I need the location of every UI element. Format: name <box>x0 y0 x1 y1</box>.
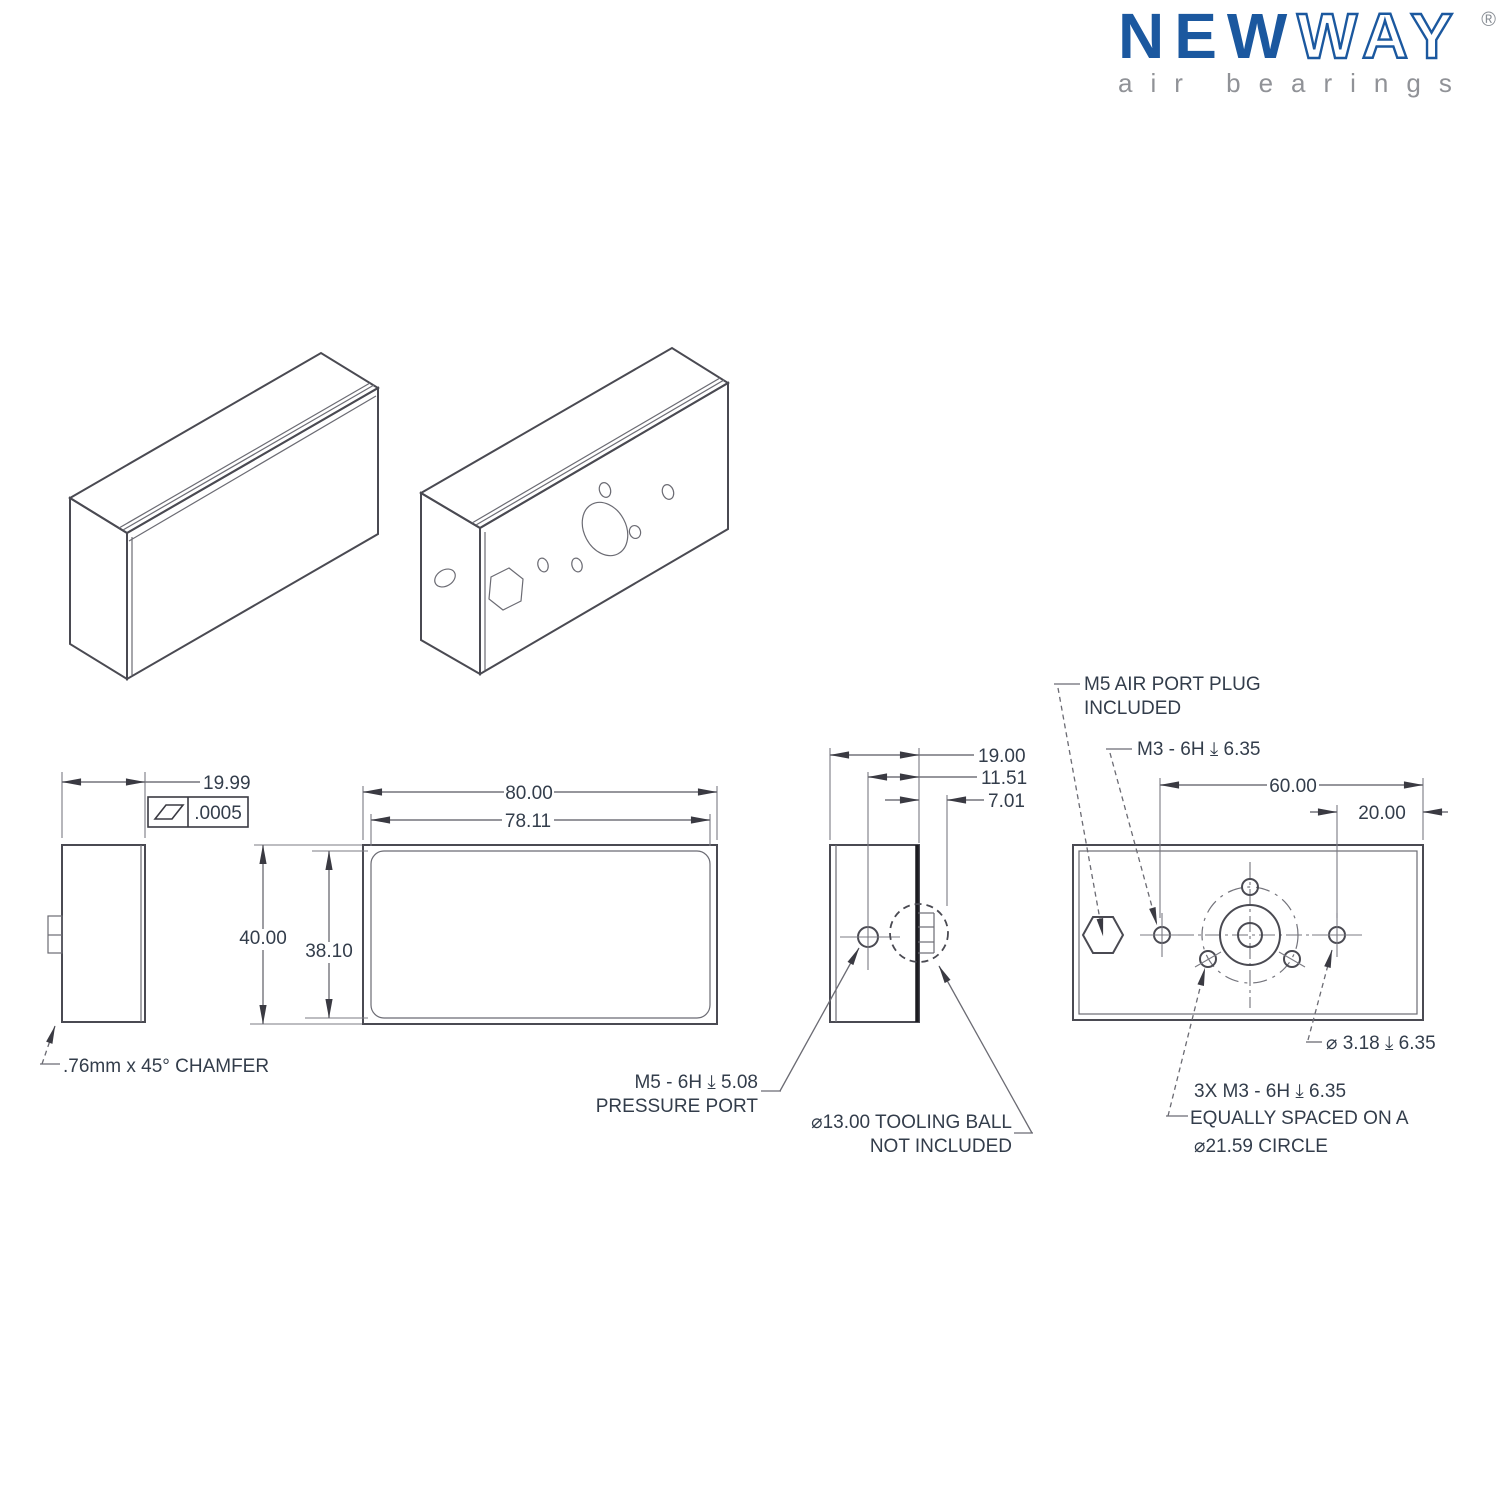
dim-pin-offset-label: 20.00 <box>1358 803 1406 824</box>
bolt-circle-note-line3: ⌀21.59 CIRCLE <box>1194 1136 1328 1157</box>
pressure-port-leader <box>779 947 860 1092</box>
back-view-chamfer-outline <box>1078 850 1418 1015</box>
iso2-chamfer-line <box>475 379 725 526</box>
flatness-value-label: .0005 <box>194 803 242 824</box>
iso2-chamfer-line <box>471 377 721 524</box>
air-plug-note-line2: INCLUDED <box>1084 698 1181 719</box>
air-plug-note-line1: M5 AIR PORT PLUG <box>1084 674 1261 695</box>
dim-overall-height-label: 40.00 <box>239 928 287 949</box>
iso1-chamfer-line <box>118 382 371 529</box>
iso2-small-hole <box>661 484 675 500</box>
bolt-circle-note-line1: 3X M3 - 6H ⤓ 6.35 <box>1194 1081 1346 1102</box>
pin-hole-leader <box>1307 949 1333 1041</box>
chamfer-leader <box>41 1025 56 1065</box>
air-port-plug-hex <box>1081 916 1125 954</box>
dim-thickness-label: 19.99 <box>203 773 251 794</box>
m3-tap-leader <box>1109 752 1158 926</box>
dim-hole-span-label: 60.00 <box>1269 776 1317 797</box>
counterbore-circle <box>1219 904 1281 966</box>
dim-overall-width-label: 80.00 <box>505 783 553 804</box>
iso1-chamfer-line <box>122 384 375 531</box>
iso2-small-hole <box>571 557 583 573</box>
iso2-back-face <box>479 381 729 676</box>
dim-face-height-label: 38.10 <box>305 941 353 962</box>
iso2-hex-plug <box>488 567 524 611</box>
center-through-hole <box>1237 922 1263 948</box>
iso2-end-port-hole <box>434 568 456 588</box>
flatness-parallelogram-icon <box>153 804 185 820</box>
tooling-ball-note-line2: NOT INCLUDED <box>870 1136 1012 1157</box>
pressure-port-note-line2: PRESSURE PORT <box>596 1096 759 1117</box>
dim-port-offset-label: 11.51 <box>981 768 1027 789</box>
iso2-counterbore-hole <box>581 501 629 557</box>
iso2-small-hole <box>598 482 612 498</box>
bolt-circle-note-line2: EQUALLY SPACED ON A <box>1190 1108 1409 1129</box>
isometric-view-bearing-face <box>68 351 380 681</box>
logo-tagline: air bearings <box>1118 68 1470 98</box>
iso1-top-face <box>68 351 380 535</box>
newway-logo: NEW WAY ® air bearings <box>1118 0 1496 98</box>
ortho-left-side-view: 19.99 .0005 .76mm x 45° CHAMFER <box>40 772 269 1077</box>
dim-ball-protrusion-label: 7.01 <box>988 791 1025 812</box>
iso2-small-hole <box>537 557 549 573</box>
front-view-face-outline <box>370 850 711 1019</box>
pressure-port-note-line1: M5 - 6H ⤓ 5.08 <box>634 1072 758 1093</box>
isometric-view-back-side <box>419 346 730 676</box>
tooling-ball-phantom <box>889 903 949 963</box>
ortho-edge-view: 19.00 11.51 7.01 M5 - 6H ⤓ 5.08 PRESSURE… <box>596 746 1033 1157</box>
iso2-small-hole <box>628 524 642 540</box>
back-view-outline <box>1072 844 1424 1021</box>
logo-brand-bold: NEW <box>1118 0 1297 72</box>
tooling-ball-note-line1: ⌀13.00 TOOLING BALL <box>811 1112 1012 1133</box>
ortho-front-view: 80.00 78.11 40.00 38.10 <box>239 783 718 1025</box>
registered-trademark-icon: ® <box>1481 9 1496 31</box>
front-view-outline <box>362 844 718 1025</box>
iso1-end-face <box>69 496 128 681</box>
edge-view-outline <box>829 844 920 1023</box>
bolt-circle <box>1201 886 1299 984</box>
iso1-bearing-face <box>126 386 379 681</box>
dim-face-width-label: 78.11 <box>505 811 551 832</box>
air-plug-leader <box>1057 687 1104 937</box>
iso2-top-face <box>419 346 730 530</box>
dim-overall-depth-label: 19.00 <box>978 746 1026 767</box>
ball-seat-section <box>918 912 935 954</box>
tooling-ball-leader <box>938 965 1033 1134</box>
iso1-face-edge-line <box>128 395 377 542</box>
bolt-circle-hole-right <box>1283 950 1301 968</box>
ortho-back-view: 60.00 20.00 M5 AIR PORT PLUG INCLUDED M3… <box>1054 674 1448 1157</box>
logo-brand-outline: WAY <box>1297 0 1461 72</box>
chamfer-note-label: .76mm x 45° CHAMFER <box>63 1056 269 1077</box>
flatness-control-frame: .0005 <box>147 796 249 828</box>
bolt-circle-hole-left <box>1199 950 1217 968</box>
pin-hole-note: ⌀ 3.18 ⤓ 6.35 <box>1326 1033 1436 1054</box>
m3-tap-note: M3 - 6H ⤓ 6.35 <box>1137 739 1261 760</box>
bolt-circle-hole-top <box>1241 878 1259 896</box>
bolt-circle-leader <box>1167 967 1206 1117</box>
left-view-outline <box>61 844 146 1023</box>
center-counterbore-group <box>1178 862 1322 1008</box>
